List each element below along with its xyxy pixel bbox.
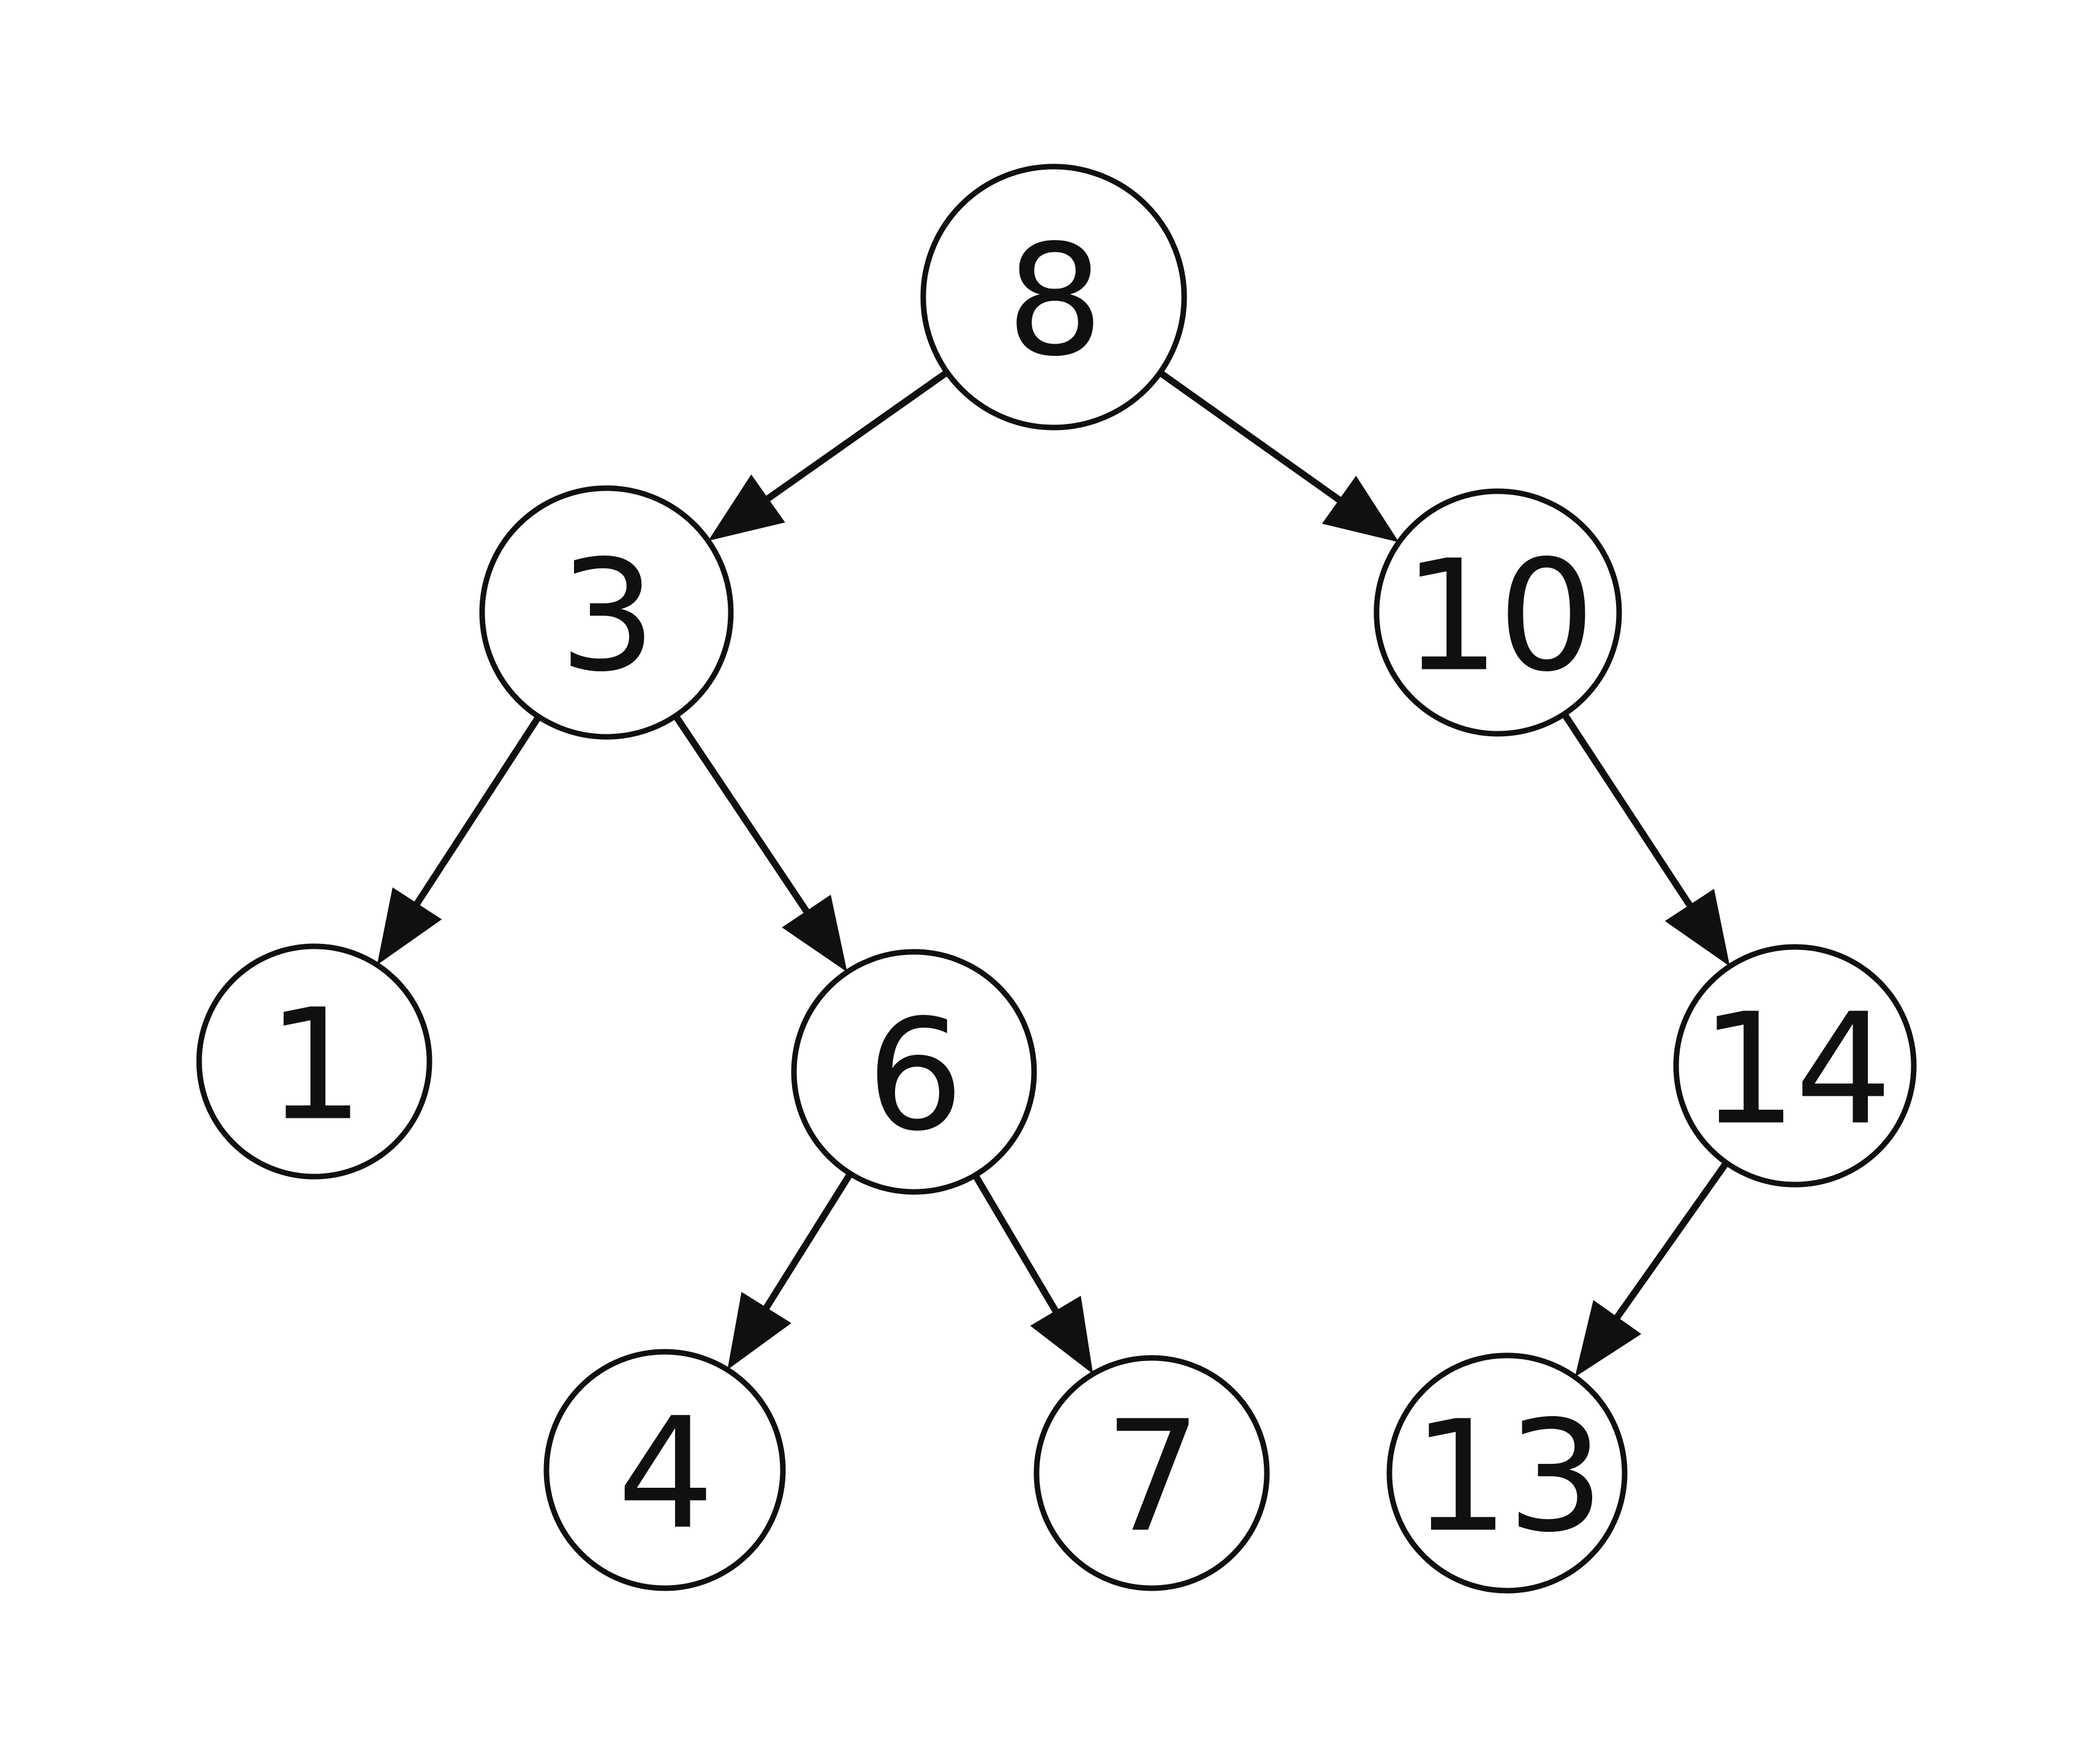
tree-node[interactable]: 3 bbox=[479, 485, 734, 740]
edge-line bbox=[760, 1172, 853, 1314]
tree-node[interactable]: 7 bbox=[1033, 1355, 1270, 1591]
tree-node[interactable]: 14 bbox=[1673, 944, 1917, 1188]
node-circle[interactable] bbox=[1033, 1355, 1270, 1591]
node-circle[interactable] bbox=[196, 943, 433, 1180]
node-circle[interactable] bbox=[479, 485, 734, 740]
node-label: 7 bbox=[1104, 1388, 1199, 1566]
nodes-layer: 8 3 10 1 6 14 4 7 13 bbox=[196, 164, 1917, 1594]
node-label: 8 bbox=[1006, 212, 1101, 390]
edge-arrowhead-icon bbox=[782, 894, 847, 973]
node-circle[interactable] bbox=[1673, 944, 1917, 1188]
node-label: 6 bbox=[866, 987, 961, 1165]
tree-edge bbox=[708, 369, 950, 541]
edge-line bbox=[1561, 712, 1696, 912]
edges-layer bbox=[377, 369, 1730, 1378]
tree-node[interactable]: 1 bbox=[196, 943, 433, 1180]
tree-node[interactable]: 8 bbox=[920, 164, 1187, 431]
tree-node[interactable]: 4 bbox=[543, 1349, 786, 1591]
tree-edge bbox=[377, 715, 542, 965]
node-label: 14 bbox=[1700, 981, 1890, 1159]
tree-node[interactable]: 13 bbox=[1386, 1352, 1628, 1594]
node-circle[interactable] bbox=[920, 164, 1187, 431]
edge-line bbox=[761, 369, 950, 505]
edge-arrowhead-icon bbox=[1322, 475, 1399, 543]
node-circle[interactable] bbox=[543, 1349, 786, 1591]
tree-edge bbox=[727, 1172, 853, 1370]
edge-line bbox=[673, 714, 813, 918]
node-label: 4 bbox=[617, 1385, 712, 1563]
edge-arrowhead-icon bbox=[1664, 889, 1730, 967]
node-circle[interactable] bbox=[791, 949, 1037, 1195]
tree-edge bbox=[673, 714, 847, 973]
node-label: 3 bbox=[559, 527, 654, 706]
node-circle[interactable] bbox=[1386, 1352, 1628, 1594]
tree-node[interactable]: 10 bbox=[1373, 488, 1622, 737]
tree-edge bbox=[972, 1173, 1094, 1374]
tree-node[interactable]: 6 bbox=[791, 949, 1037, 1195]
edge-line bbox=[972, 1173, 1062, 1318]
tree-edge bbox=[1574, 1161, 1729, 1378]
tree-edge bbox=[1561, 712, 1730, 967]
edge-line bbox=[1158, 369, 1346, 506]
node-circle[interactable] bbox=[1373, 488, 1622, 737]
node-label: 1 bbox=[266, 976, 361, 1155]
edge-arrowhead-icon bbox=[708, 474, 785, 541]
edge-arrowhead-icon bbox=[1574, 1300, 1642, 1378]
edge-line bbox=[411, 715, 542, 910]
edge-line bbox=[1611, 1161, 1729, 1324]
tree-edge bbox=[1158, 369, 1399, 543]
edge-arrowhead-icon bbox=[1030, 1295, 1094, 1374]
node-label: 10 bbox=[1403, 527, 1593, 706]
edge-arrowhead-icon bbox=[727, 1292, 791, 1370]
edge-arrowhead-icon bbox=[377, 887, 442, 965]
node-label: 13 bbox=[1412, 1388, 1602, 1566]
